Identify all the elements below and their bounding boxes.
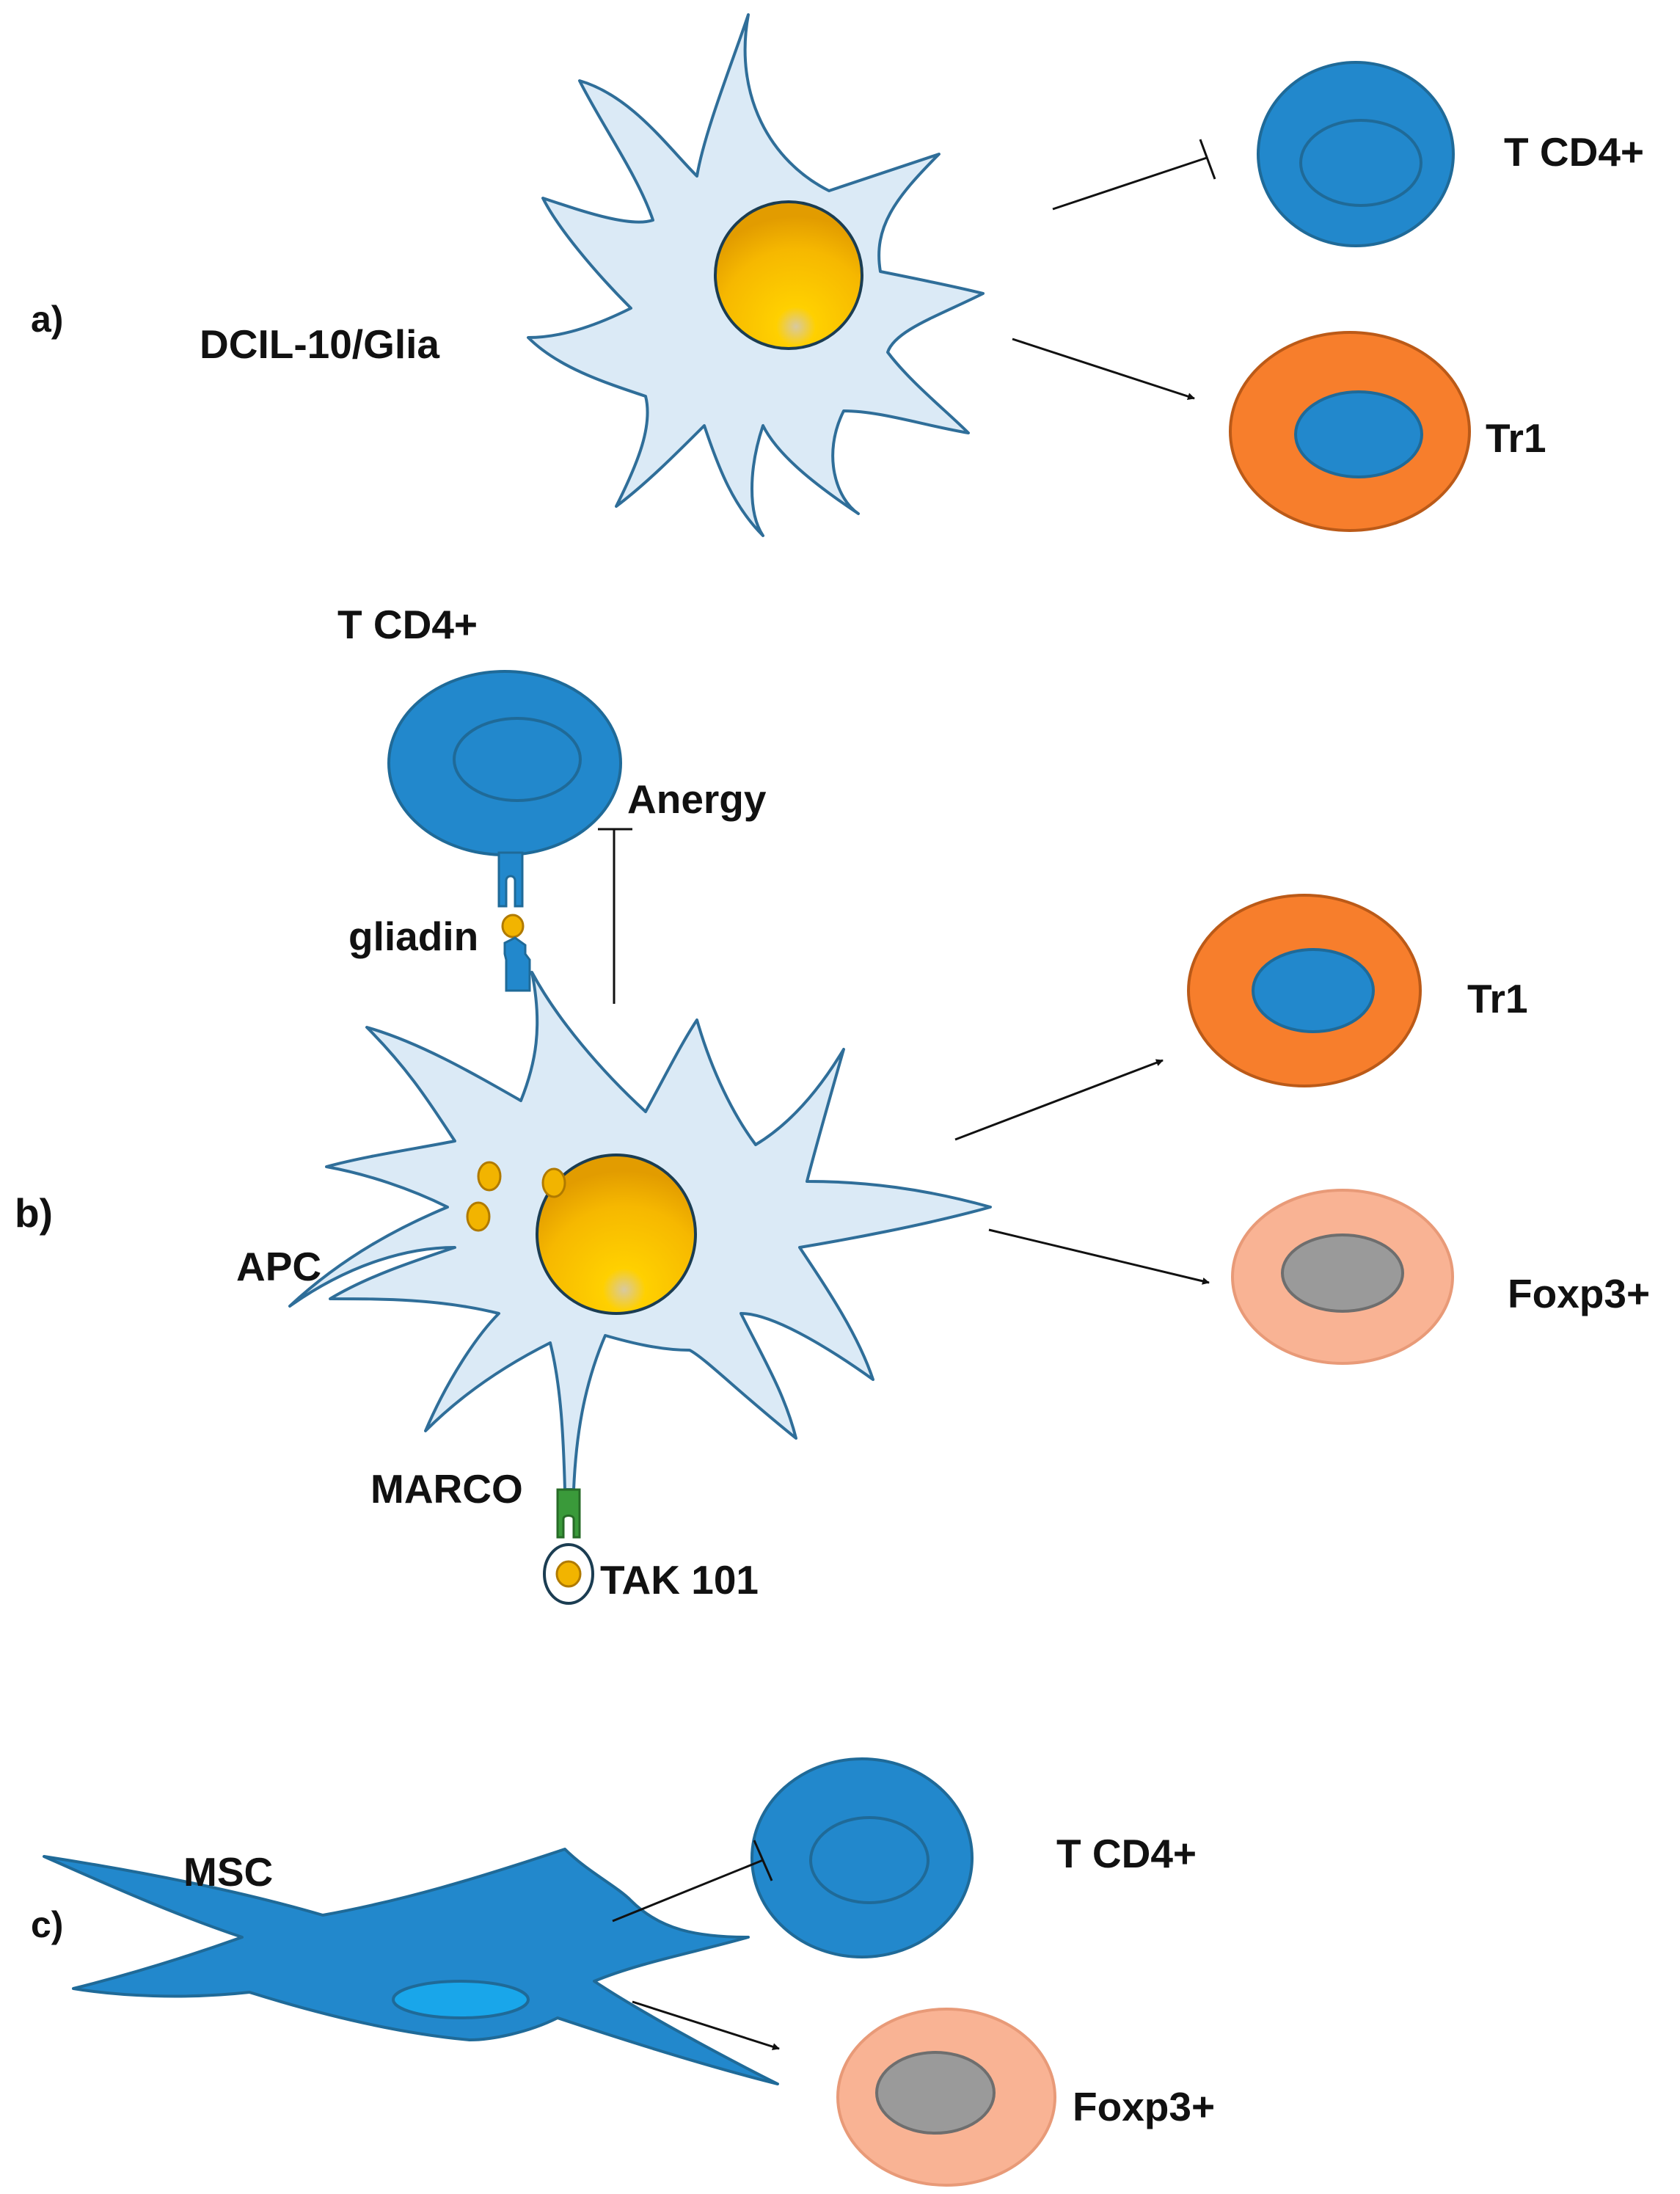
foxp3-nucleus-c bbox=[875, 2051, 996, 2135]
msc-cell bbox=[43, 1848, 779, 2085]
arrow-b-foxp3 bbox=[988, 1228, 1210, 1285]
panel-a: a) DCIL-10/Glia T CD4+ Tr1 bbox=[31, 13, 1644, 537]
tcd4-label-b: T CD4+ bbox=[337, 602, 478, 647]
gliadin-particle-2 bbox=[541, 1167, 566, 1198]
tcd4-nucleus-a bbox=[1299, 119, 1422, 207]
marco-label: MARCO bbox=[370, 1466, 523, 1512]
tcd4-cell-b bbox=[387, 670, 622, 856]
nucleus-a bbox=[714, 200, 863, 350]
tcd4-cell-c bbox=[750, 1757, 974, 1958]
panel-b-label: b) bbox=[15, 1190, 53, 1236]
inhibit-bar-c bbox=[753, 1840, 773, 1881]
arrow-c bbox=[632, 2000, 780, 2051]
msc-nucleus bbox=[392, 1980, 530, 2019]
foxp3-label-c: Foxp3+ bbox=[1073, 2084, 1215, 2129]
arrow-b-tr1 bbox=[954, 1059, 1164, 1141]
panel-a-label: a) bbox=[31, 299, 63, 340]
tr1-label-b: Tr1 bbox=[1467, 976, 1528, 1021]
msc-label: MSC bbox=[183, 1849, 273, 1895]
inhibit-line-c bbox=[612, 1859, 764, 1923]
panel-c-label: c) bbox=[31, 1904, 63, 1945]
mhc-molecule bbox=[503, 936, 531, 992]
foxp3-label-b: Foxp3+ bbox=[1508, 1271, 1650, 1316]
gliadin-particle-1 bbox=[477, 1161, 502, 1192]
tr1-label-a: Tr1 bbox=[1486, 415, 1546, 461]
tcr-receptor bbox=[497, 851, 524, 908]
gliadin-label: gliadin bbox=[348, 914, 478, 959]
gliadin-particle-3 bbox=[466, 1201, 491, 1232]
arrow-a bbox=[1012, 338, 1195, 400]
apc-label: APC bbox=[236, 1244, 321, 1289]
marco-receptor bbox=[556, 1488, 581, 1539]
nucleus-b bbox=[536, 1154, 697, 1315]
tak101-core bbox=[555, 1560, 582, 1588]
anergy-label: Anergy bbox=[627, 776, 767, 822]
dcil10-glia-label: DCIL-10/Glia bbox=[200, 321, 439, 367]
tak101-label: TAK 101 bbox=[600, 1557, 759, 1603]
panel-c: MSC c) T CD4+ Foxp3+ bbox=[31, 1757, 1215, 2187]
tcd4-nucleus-c bbox=[809, 1816, 930, 1904]
gliadin-peptide bbox=[501, 914, 525, 939]
foxp3-nucleus-b bbox=[1281, 1233, 1404, 1313]
tr1-nucleus-b bbox=[1252, 948, 1375, 1033]
tcd4-label-c: T CD4+ bbox=[1056, 1831, 1197, 1876]
tcd4-label-a: T CD4+ bbox=[1504, 129, 1644, 175]
inhibit-line-a bbox=[1052, 156, 1208, 211]
panel-b: T CD4+ Anergy gliadin b) bbox=[15, 602, 1650, 1605]
tcd4-cell-a bbox=[1257, 61, 1455, 247]
inhibit-bar-a bbox=[1199, 139, 1216, 180]
tcd4-nucleus-b bbox=[453, 717, 582, 802]
tr1-nucleus-a bbox=[1294, 390, 1423, 478]
